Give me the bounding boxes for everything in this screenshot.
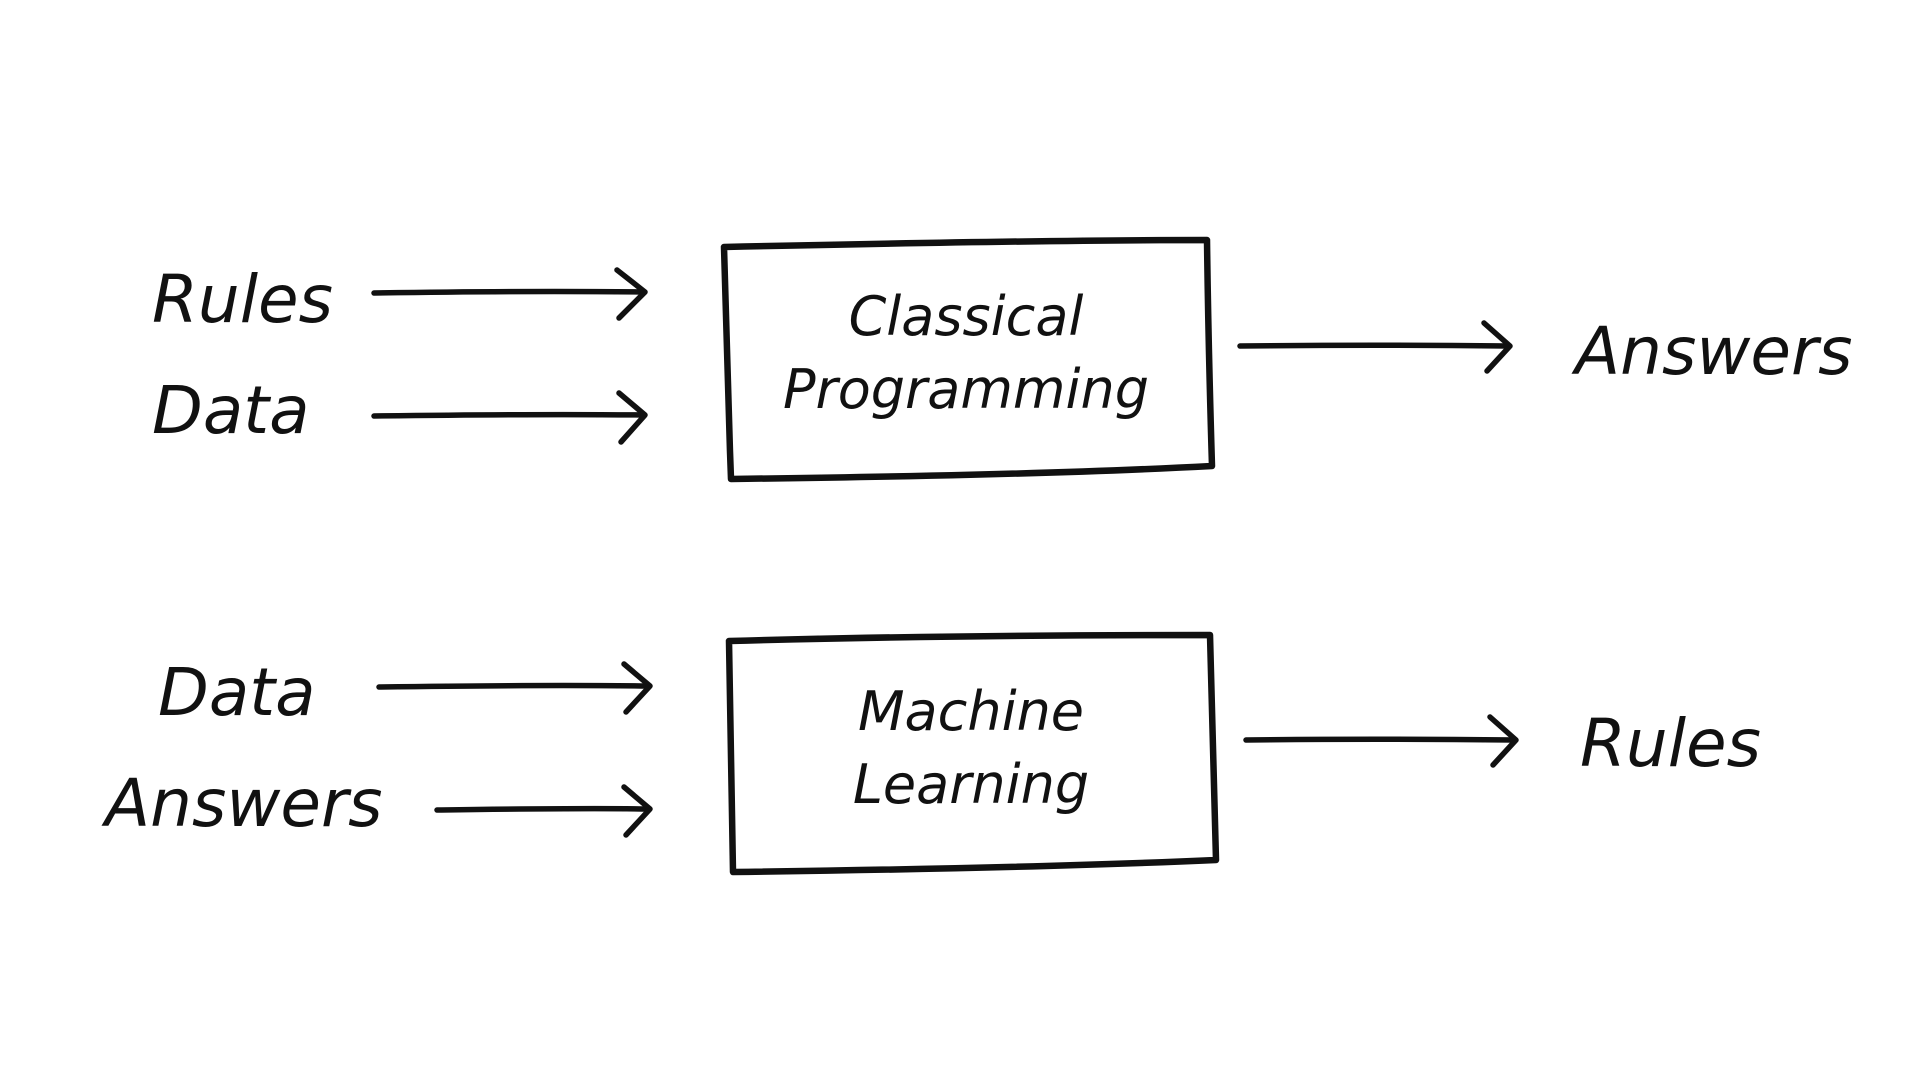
classical-output-arrow [1237,320,1513,374]
ml-input-answers-arrow [434,784,653,838]
classical-programming-row: Rules Data Classical Programming Answers [152,236,1852,483]
ml-input-data-arrow [376,661,653,715]
classical-input-rules-arrow [371,267,648,321]
classical-programming-box: Classical Programming [720,236,1216,483]
classical-input-data-arrow [371,390,648,445]
classical-box-title-line-1: Classical [849,285,1084,348]
machine-learning-row: Data Answers Machine Learning Rules [101,631,1761,876]
ml-box-title-line-2: Learning [853,753,1089,816]
classical-box-title-line-2: Programming [783,358,1149,421]
classical-input-data-label: Data [152,372,310,449]
ml-box-title-line-1: Machine [858,680,1084,743]
ml-output-arrow [1243,714,1519,768]
classical-output-answers-label: Answers [1571,313,1852,390]
classical-input-rules-label: Rules [152,261,333,338]
ml-output-rules-label: Rules [1580,705,1761,782]
machine-learning-box: Machine Learning [725,631,1220,876]
ml-input-data-label: Data [158,654,316,731]
ml-input-answers-label: Answers [101,765,382,842]
